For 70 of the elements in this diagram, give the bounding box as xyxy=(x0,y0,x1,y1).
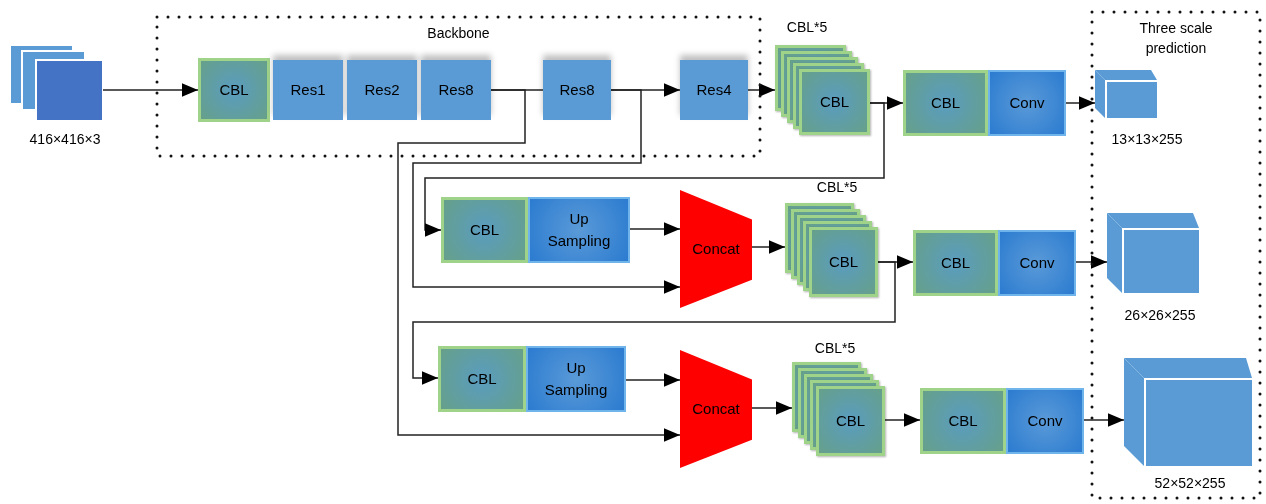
conv-block xyxy=(988,70,1066,136)
arrow xyxy=(884,413,921,427)
repeat-label: CBL*5 xyxy=(785,18,829,36)
dotted-region xyxy=(1090,10,1262,500)
cbl-block xyxy=(913,230,998,296)
block-label: Conv xyxy=(1008,93,1046,113)
arrow xyxy=(424,102,885,237)
block-label: Res1 xyxy=(289,80,327,100)
block-label: CBL xyxy=(468,220,501,240)
arrow xyxy=(397,89,681,442)
conv-block xyxy=(1006,388,1084,454)
size-label: 52×52×255 xyxy=(1153,474,1227,492)
cbl-block xyxy=(441,197,528,263)
stacked-cbl-blocks xyxy=(785,203,878,297)
block-label: Res2 xyxy=(363,80,401,100)
block-label: Up Sampling xyxy=(546,209,612,251)
repeat-label: CBL*5 xyxy=(813,339,857,357)
cbl-block xyxy=(438,346,526,412)
concat-trapezoid xyxy=(680,190,752,308)
arrow xyxy=(412,261,896,385)
block-label: CBL xyxy=(939,253,972,273)
block-label: Concat xyxy=(692,398,740,419)
arrow xyxy=(751,401,793,415)
cbl-block xyxy=(920,388,1006,454)
conv-block xyxy=(998,230,1076,296)
cbl-block xyxy=(903,70,988,136)
stacked-cbl-blocks xyxy=(775,45,870,135)
block-label: Conv xyxy=(1018,253,1056,273)
block-label: CBL xyxy=(929,93,962,113)
block-label: CBL xyxy=(835,410,866,431)
output-cube xyxy=(1124,358,1252,466)
arrow xyxy=(1075,255,1108,269)
block-label: CBL xyxy=(819,91,850,112)
residual-block xyxy=(543,60,611,120)
arrow xyxy=(747,83,776,97)
arrow xyxy=(629,222,681,236)
block-label: Concat xyxy=(692,238,740,259)
block-label: CBL xyxy=(828,251,859,272)
region-title: Backbone xyxy=(426,24,491,43)
residual-block xyxy=(680,60,748,120)
block-label: Res8 xyxy=(437,80,475,100)
arrow xyxy=(625,373,681,387)
stacked-cbl-blocks xyxy=(792,362,885,456)
arrow xyxy=(412,89,681,294)
residual-block xyxy=(273,60,343,120)
block-label: Res8 xyxy=(558,80,596,100)
block-label: CBL xyxy=(947,411,979,431)
dotted-region xyxy=(155,15,762,158)
block-label: CBL xyxy=(466,369,498,389)
arrow xyxy=(1065,96,1096,110)
size-label: 416×416×3 xyxy=(28,130,102,148)
cbl-block xyxy=(198,58,270,122)
block-label: Res4 xyxy=(695,80,733,100)
size-label: 26×26×255 xyxy=(1123,306,1197,324)
arrow xyxy=(751,240,786,254)
arrow xyxy=(1083,413,1125,427)
block-label: Up Sampling xyxy=(543,358,609,400)
output-cube xyxy=(1107,213,1199,293)
concat-trapezoid xyxy=(680,350,752,468)
conv-block xyxy=(526,346,626,412)
block-label: Conv xyxy=(1026,411,1064,431)
feature-map-stack xyxy=(10,45,103,121)
conv-block xyxy=(528,197,630,263)
block-label: CBL xyxy=(218,80,250,100)
size-label: 13×13×255 xyxy=(1110,130,1184,148)
repeat-label: CBL*5 xyxy=(815,178,859,196)
output-cube xyxy=(1095,70,1157,118)
residual-block xyxy=(347,60,417,120)
residual-block xyxy=(421,60,491,120)
region-title: Three scale prediction xyxy=(1138,19,1214,58)
